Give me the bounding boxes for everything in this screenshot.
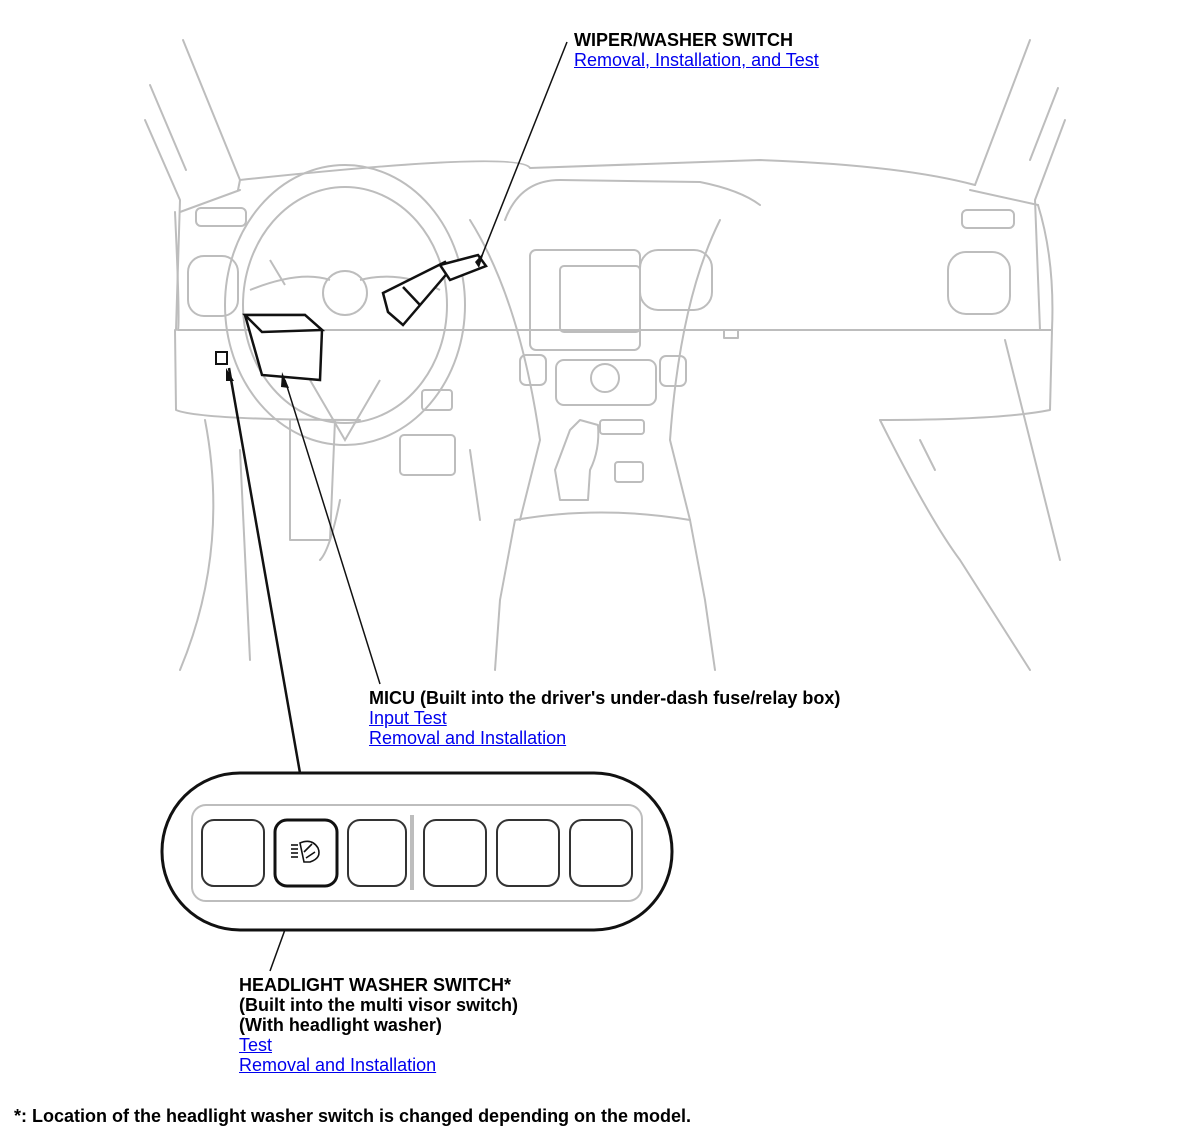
visor-button-3 xyxy=(347,819,407,887)
headlight-washer-removal-installation-link[interactable]: Removal and Installation xyxy=(239,1055,437,1075)
visor-button-headlight-washer xyxy=(273,818,339,888)
micu-input-test-link[interactable]: Input Test xyxy=(369,708,447,728)
headlight-washer-switch-location-note: (Built into the multi visor switch) xyxy=(239,995,518,1015)
visor-button-4 xyxy=(423,819,487,887)
headlight-washer-switch-title: HEADLIGHT WASHER SWITCH* xyxy=(239,975,511,995)
wiper-removal-installation-test-link[interactable]: Removal, Installation, and Test xyxy=(574,50,819,70)
visor-switch-buttons xyxy=(201,818,633,888)
headlight-washer-icon xyxy=(291,840,320,863)
wiper-washer-stalk xyxy=(381,253,488,327)
wiper-washer-switch-callout: WIPER/WASHER SWITCH Removal, Installatio… xyxy=(574,30,819,70)
visor-button-1 xyxy=(201,819,265,887)
micu-callout: MICU (Built into the driver's under-dash… xyxy=(369,688,840,748)
steering-wheel xyxy=(224,164,466,446)
micu-title: MICU (Built into the driver's under-dash… xyxy=(369,688,841,708)
micu-removal-installation-link[interactable]: Removal and Installation xyxy=(369,728,567,748)
multi-visor-switch-panel xyxy=(160,771,674,932)
headlight-washer-switch-callout: HEADLIGHT WASHER SWITCH* (Built into the… xyxy=(239,975,518,1075)
headlight-washer-test-link[interactable]: Test xyxy=(239,1035,273,1055)
footnote: *: Location of the headlight washer swit… xyxy=(14,1106,692,1126)
headlight-washer-switch-condition-note: (With headlight washer) xyxy=(239,1015,442,1035)
wiper-washer-switch-title: WIPER/WASHER SWITCH xyxy=(574,30,793,50)
micu-box xyxy=(241,313,326,382)
car-interior-drawing xyxy=(144,39,1066,671)
visor-button-6 xyxy=(569,819,633,887)
multi-visor-switch-location xyxy=(215,351,228,365)
visor-button-5 xyxy=(496,819,560,887)
